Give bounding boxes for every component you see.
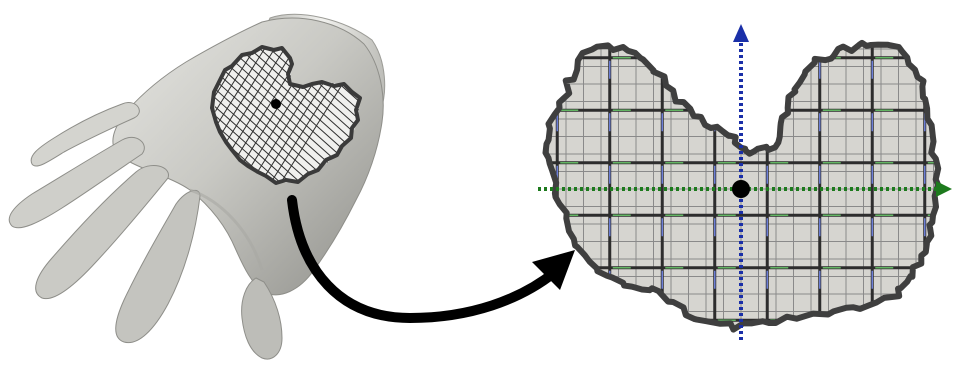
flattened-patch — [505, 5, 952, 341]
hand-surface — [0, 14, 470, 359]
flat-center-point — [732, 180, 750, 198]
right-arrowhead-icon — [936, 181, 952, 197]
up-arrowhead-icon — [733, 24, 749, 42]
hand-center-point — [271, 99, 281, 109]
